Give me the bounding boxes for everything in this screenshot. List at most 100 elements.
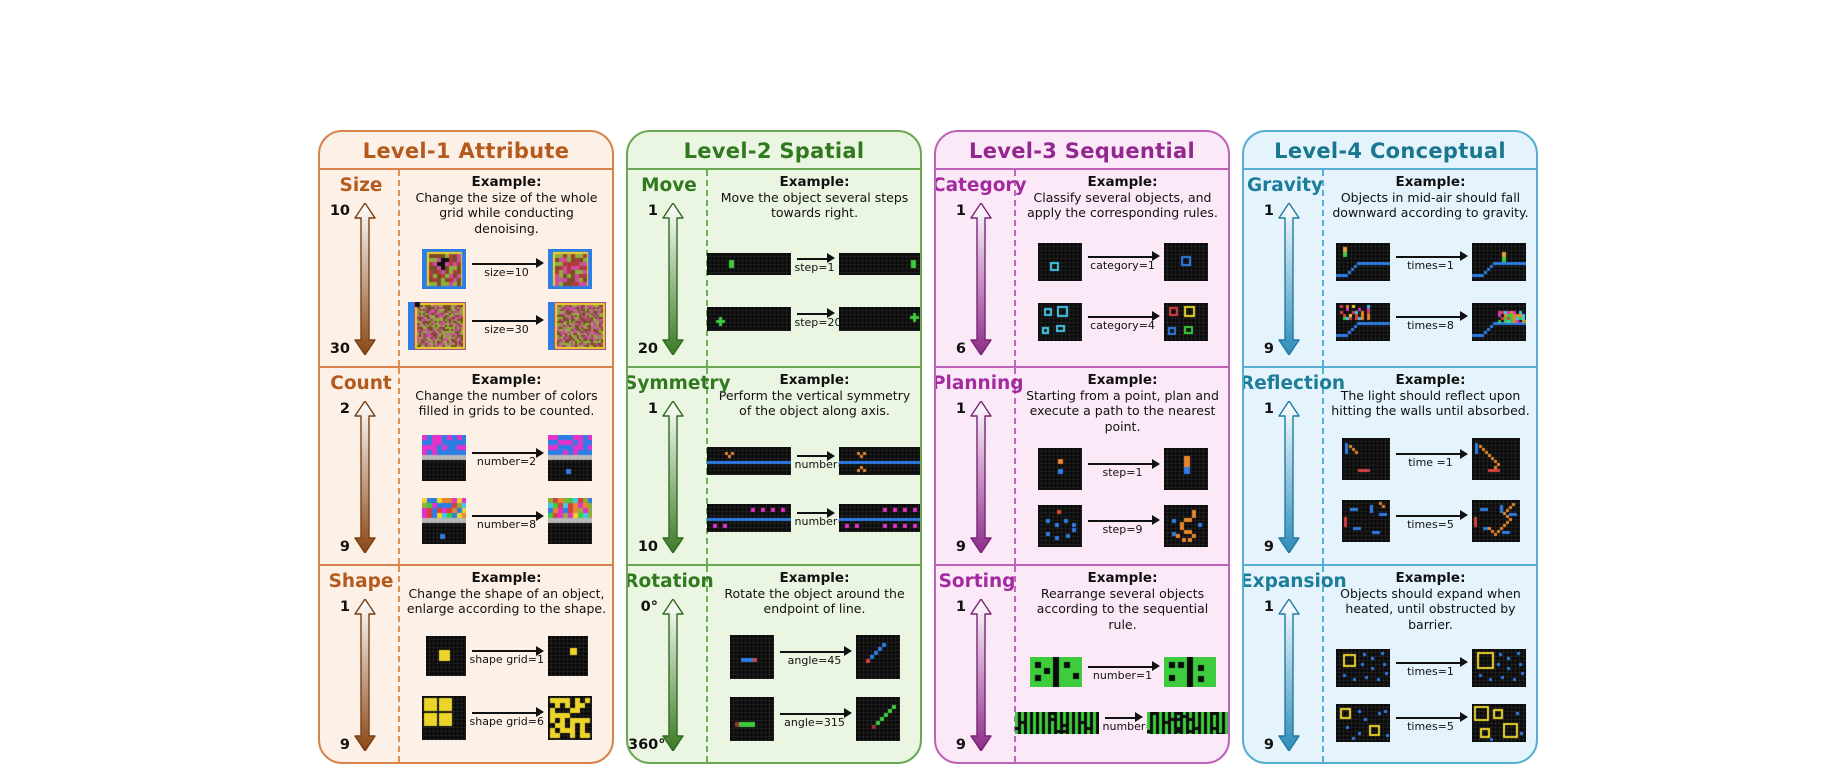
transform-arrow: times=5 [1394, 712, 1468, 733]
example-pairs: number=1 number=5 [706, 419, 920, 562]
transform-arrow: shape grid=6 [470, 707, 544, 728]
row-label: Expansion [1242, 571, 1347, 592]
grid-input [1335, 302, 1390, 341]
example-pairs: step=1 step=20 [706, 221, 920, 364]
arrow-line [796, 450, 835, 461]
example-heading: Example: [1395, 174, 1466, 190]
arrow-line [1395, 448, 1468, 459]
transform-arrow: step=20 [794, 308, 842, 329]
example-column: Example:Change the number of colors fill… [398, 368, 612, 564]
range-top-value: 1 [647, 203, 658, 219]
transform-arrow: number=1 [795, 450, 854, 471]
arrow-line [1087, 311, 1160, 322]
example-column: Example:Rearrange several objects accord… [1014, 566, 1228, 762]
grid-input [421, 248, 466, 289]
example-heading: Example: [471, 372, 542, 388]
arrow-line [471, 315, 544, 326]
grid-input [1335, 242, 1390, 281]
row-label: Category [934, 175, 1027, 196]
pair-label: times=1 [1407, 664, 1454, 678]
grid-output [547, 636, 588, 676]
example-pair: times=1 [1330, 242, 1531, 281]
transform-arrow: time =1 [1394, 448, 1468, 469]
example-pair: times=5 [1330, 703, 1531, 742]
range-top-value: 1 [647, 401, 658, 417]
example-pairs: number=1 number=6 [1014, 632, 1228, 759]
difficulty-range-arrow [662, 203, 684, 355]
example-pair: shape grid=6 [406, 695, 607, 740]
example-pair: number=6 [1014, 711, 1228, 734]
arrow-line [796, 308, 835, 319]
pair-label: step=20 [794, 315, 842, 329]
example-pair: category=4 [1022, 302, 1223, 341]
example-pair: size=10 [406, 248, 607, 289]
example-heading: Example: [1087, 570, 1158, 586]
pair-label: shape grid=1 [469, 653, 544, 666]
range-top-value: 0° [640, 599, 658, 615]
range-bottom-value: 9 [1263, 341, 1274, 357]
example-column: Example:Starting from a point, plan and … [1014, 368, 1228, 564]
example-column: Example:Rotate the object around the end… [706, 566, 920, 762]
arrow-line [471, 645, 544, 656]
grid-input [706, 504, 791, 533]
pair-label: size=30 [484, 322, 529, 336]
pair-label: times=5 [1407, 517, 1454, 531]
grid-output [547, 301, 606, 350]
pair-label: step=9 [1102, 522, 1143, 536]
grid-input [1037, 302, 1082, 341]
pair-label: times=1 [1407, 258, 1454, 272]
example-heading: Example: [1087, 174, 1158, 190]
grid-output [1471, 703, 1526, 742]
difficulty-range-arrow [662, 599, 684, 751]
range-top-value: 1 [955, 401, 966, 417]
range-top-value: 10 [329, 203, 350, 219]
grid-output [547, 248, 592, 289]
example-column: Example:Objects in mid-air should fall d… [1322, 170, 1536, 366]
example-pair: number=5 [706, 504, 920, 533]
example-pair: step=1 [706, 252, 920, 275]
example-description: Perform the vertical symmetry of the obj… [718, 388, 911, 419]
grid-input [1335, 703, 1390, 742]
example-description: Classify several objects, and apply the … [1027, 190, 1218, 221]
example-heading: Example: [471, 174, 542, 190]
row-label: Sorting [938, 571, 1016, 592]
example-pair: step=9 [1022, 504, 1223, 547]
arrow-line [1087, 251, 1160, 262]
pair-label: number=2 [476, 455, 537, 469]
grid-input [1037, 504, 1082, 547]
transform-arrow: angle=315 [778, 708, 852, 729]
range-bottom-value: 6 [955, 341, 966, 357]
transform-arrow: step=1 [1086, 458, 1160, 479]
range-bottom-value: 9 [339, 539, 350, 555]
difficulty-range-arrow [1278, 599, 1300, 751]
difficulty-range-arrow [354, 203, 376, 355]
example-pair: time =1 [1330, 438, 1531, 480]
example-heading: Example: [1395, 570, 1466, 586]
arrow-line [1395, 712, 1468, 723]
range-bottom-value: 20 [637, 341, 658, 357]
example-pair: number=1 [1022, 656, 1223, 687]
range-bottom-value: 10 [637, 539, 658, 555]
example-pair: step=1 [1022, 448, 1223, 491]
grid-output [1163, 302, 1208, 341]
range-top-value: 1 [1263, 401, 1274, 417]
pair-label: times=5 [1407, 719, 1454, 733]
grid-input [729, 696, 774, 741]
range-top-value: 1 [955, 599, 966, 615]
transform-arrow: size=10 [470, 258, 544, 279]
example-description: Starting from a point, plan and execute … [1026, 388, 1219, 434]
arrow-line [779, 708, 852, 719]
grid-input [729, 634, 774, 679]
